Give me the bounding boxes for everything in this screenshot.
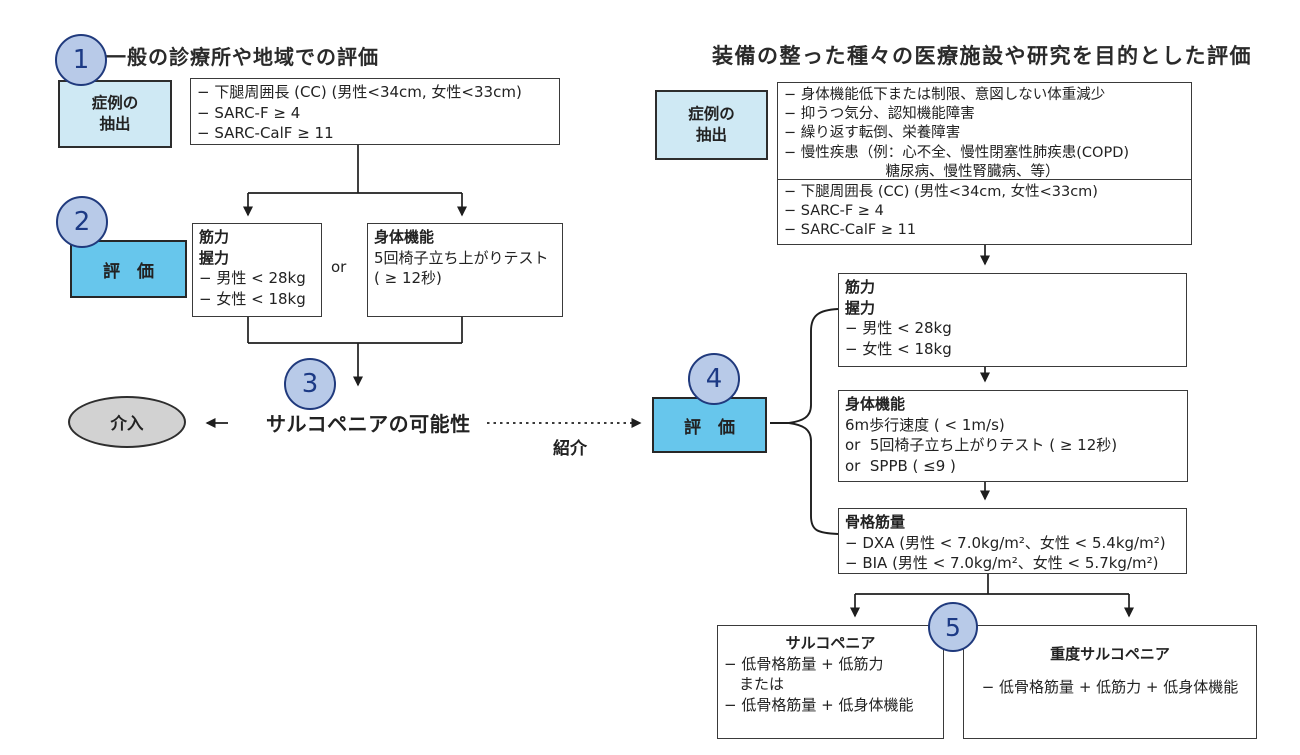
case-finding-line: − 抑うつ気分、認知機能障害 (784, 106, 975, 123)
assessment-brace (770, 308, 839, 535)
physical-item: or SPPB ( ≤9 ) (845, 456, 956, 475)
grip-title: 握力 (845, 298, 876, 317)
step-3-badge: 3 (284, 358, 336, 410)
physical-item: ( ≥ 12秒) (374, 269, 442, 287)
left-case-finding-label-2: 抽出 (99, 115, 131, 133)
or-label: or (331, 258, 347, 276)
left-strength-box: 筋力 握力 − 男性 < 28kg − 女性 < 18kg (192, 223, 322, 317)
case-finding-line: − 繰り返す転倒、栄養障害 (784, 125, 961, 142)
criteria-line: − SARC-CalF ≥ 11 (784, 222, 917, 239)
intervention-ellipse: 介入 (68, 396, 186, 448)
severe-sarcopenia-result-box: 重度サルコペニア − 低骨格筋量 + 低筋力 + 低身体機能 (963, 625, 1257, 739)
muscle-mass-box: 骨格筋量 − DXA (男性 < 7.0kg/m²、女性 < 5.4kg/m²)… (838, 508, 1187, 574)
right-case-finding-label-1: 症例の (688, 105, 735, 124)
right-case-finding-box: 症例の 抽出 (655, 90, 768, 160)
step-1-badge: 1 (55, 34, 107, 86)
left-join (247, 317, 463, 344)
left-case-finding-box: 症例の 抽出 (58, 80, 172, 148)
left-section-title: 一般の診療所や地域での評価 (106, 45, 379, 69)
case-finding-section: − 身体機能低下または制限、意図しない体重減少 − 抑うつ気分、認知機能障害 −… (778, 83, 1191, 180)
left-assessment-label: 評 価 (103, 261, 154, 282)
criteria-line: − 下腿周囲長 (CC) (男性<34cm, 女性<33cm) (784, 184, 1098, 200)
step-5-badge: 5 (928, 602, 978, 652)
right-physical-box: 身体機能 6m歩行速度 ( < 1m/s) or 5回椅子立ち上がりテスト ( … (838, 390, 1188, 482)
step-1-number: 1 (72, 45, 90, 75)
possible-sarcopenia-label: サルコペニアの可能性 (266, 412, 471, 436)
muscle-mass-item: − BIA (男性 < 7.0kg/m²、女性 < 5.7kg/m²) (845, 554, 1159, 572)
grip-title: 握力 (199, 248, 230, 267)
right-assessment-box: 評 価 (652, 397, 767, 453)
criteria-line: − SARC-F ≥ 4 (784, 203, 884, 220)
sarcopenia-title: サルコペニア (785, 634, 876, 652)
left-assessment-box: 評 価 (70, 240, 187, 298)
strength-item: − 男性 < 28kg (199, 269, 306, 287)
case-finding-line: − 身体機能低下または制限、意図しない体重減少 (784, 87, 1106, 103)
right-case-finding-label-2: 抽出 (695, 126, 727, 144)
criteria-line: − 下腿周囲長 (CC) (男性<34cm, 女性<33cm) (197, 83, 522, 101)
step-2-number: 2 (73, 207, 91, 237)
case-finding-line: 糖尿病、慢性腎臓病、等） (784, 163, 1060, 180)
physical-title: 身体機能 (845, 395, 906, 413)
physical-item: 6m歩行速度 ( < 1m/s) (845, 415, 1005, 434)
sarcopenia-result-box: サルコペニア − 低骨格筋量 + 低筋力 または − 低骨格筋量 + 低身体機能 (717, 625, 944, 739)
severe-sarcopenia-item: − 低骨格筋量 + 低筋力 + 低身体機能 (981, 677, 1239, 696)
left-screening-criteria-box: − 下腿周囲長 (CC) (男性<34cm, 女性<33cm) − SARC-F… (190, 78, 560, 145)
strength-title: 筋力 (199, 228, 230, 246)
right-strength-box: 筋力 握力 − 男性 < 28kg − 女性 < 18kg (838, 273, 1187, 367)
step-3-number: 3 (301, 369, 319, 399)
strength-item: − 男性 < 28kg (845, 319, 952, 337)
severe-sarcopenia-title: 重度サルコペニア (1050, 645, 1170, 663)
sarcopenia-item: − 低骨格筋量 + 低筋力 (724, 654, 884, 673)
right-section-title: 装備の整った種々の医療施設や研究を目的とした評価 (712, 44, 1252, 68)
strength-item: − 女性 < 18kg (845, 339, 952, 358)
physical-title: 身体機能 (374, 228, 435, 246)
sarcopenia-item: または (724, 675, 785, 693)
right-bottom-split (855, 574, 1129, 595)
left-split-stem (248, 145, 462, 194)
intervention-label: 介入 (110, 414, 144, 433)
strength-item: − 女性 < 18kg (199, 289, 306, 308)
muscle-mass-item: − DXA (男性 < 7.0kg/m²、女性 < 5.4kg/m²) (845, 533, 1166, 552)
right-screening-criteria-box: − 身体機能低下または制限、意図しない体重減少 − 抑うつ気分、認知機能障害 −… (777, 82, 1192, 245)
criteria-line: − SARC-CalF ≥ 11 (197, 124, 334, 142)
case-finding-line: − 慢性疾患（例：心不全、慢性閉塞性肺疾患(COPD) (784, 144, 1130, 161)
criteria-line: − SARC-F ≥ 4 (197, 103, 301, 122)
physical-item: 5回椅子立ち上がりテスト (374, 248, 549, 267)
referral-label: 紹介 (553, 439, 587, 459)
screening-section: − 下腿周囲長 (CC) (男性<34cm, 女性<33cm) − SARC-F… (778, 180, 1191, 244)
step-4-badge: 4 (688, 353, 740, 405)
step-4-number: 4 (705, 364, 723, 394)
left-physical-box: 身体機能 5回椅子立ち上がりテスト ( ≥ 12秒) (367, 223, 563, 317)
muscle-mass-title: 骨格筋量 (845, 513, 906, 531)
sarcopenia-item: − 低骨格筋量 + 低身体機能 (724, 695, 914, 714)
left-case-finding-label-1: 症例の (91, 94, 139, 113)
strength-title: 筋力 (845, 278, 876, 296)
step-5-number: 5 (945, 612, 961, 642)
physical-item: or 5回椅子立ち上がりテスト ( ≥ 12秒) (845, 436, 1118, 454)
right-assessment-label: 評 価 (684, 417, 735, 438)
step-2-badge: 2 (56, 196, 108, 248)
